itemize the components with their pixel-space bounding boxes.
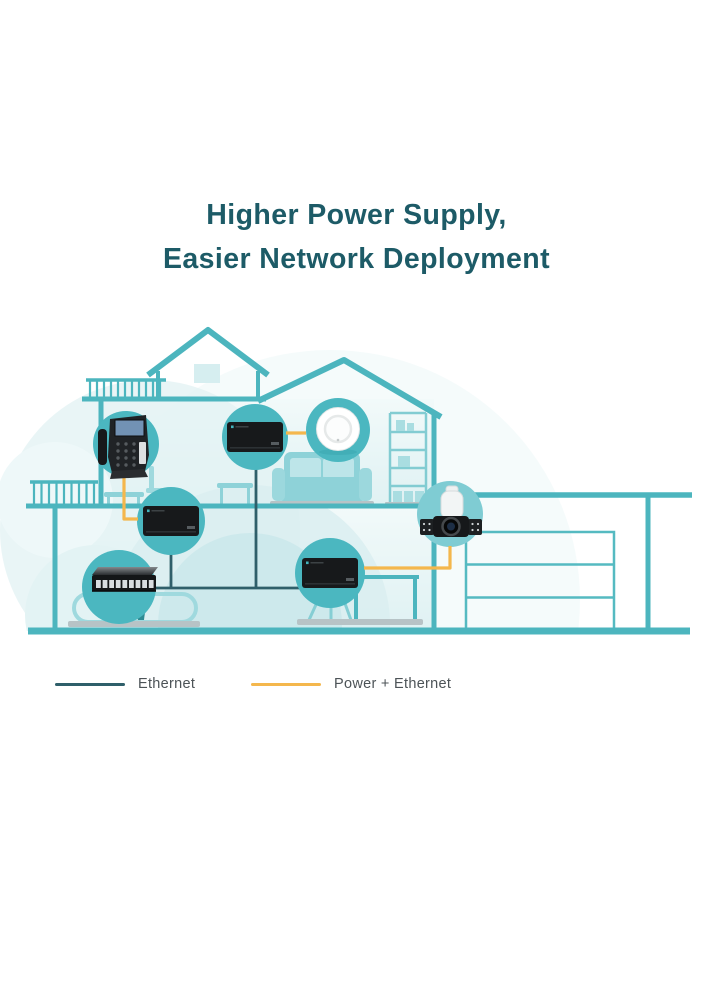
legend-label-power-ethernet: Power + Ethernet [334, 676, 452, 692]
side-table-icon [217, 483, 253, 506]
poe-injector-icon [143, 506, 199, 536]
furniture [68, 411, 431, 627]
legend-label-ethernet: Ethernet [138, 676, 196, 692]
poe-cables [122, 431, 452, 570]
legend-item-power-ethernet: Power + Ethernet [251, 669, 451, 699]
dormer-window [194, 364, 220, 383]
page-title: Higher Power Supply, Easier Network Depl… [0, 193, 713, 281]
balcony-railing [30, 480, 98, 505]
poe-cable [122, 475, 138, 521]
legend-item-ethernet: Ethernet [55, 669, 195, 699]
ethernet-line-swatch [55, 682, 125, 686]
house-structure [26, 327, 692, 635]
main-roof [256, 357, 443, 420]
title-line-2: Easier Network Deployment [163, 243, 550, 275]
poe-switch-icon [92, 567, 158, 592]
legend: Ethernet Power + Ethernet [0, 669, 713, 699]
devices [92, 407, 482, 592]
dormer [146, 327, 270, 399]
sofa-icon [270, 452, 374, 507]
title-line-1: Higher Power Supply, [206, 199, 507, 231]
power-ethernet-line-swatch [251, 682, 321, 686]
access-point-icon [316, 407, 360, 455]
outdoor-camera-icon [420, 485, 482, 537]
poe-cable [364, 546, 452, 570]
poe-injector-icon [302, 558, 358, 588]
ip-phone-icon [98, 415, 149, 479]
poe-injector-icon [227, 422, 283, 452]
upper-railing [86, 378, 166, 398]
